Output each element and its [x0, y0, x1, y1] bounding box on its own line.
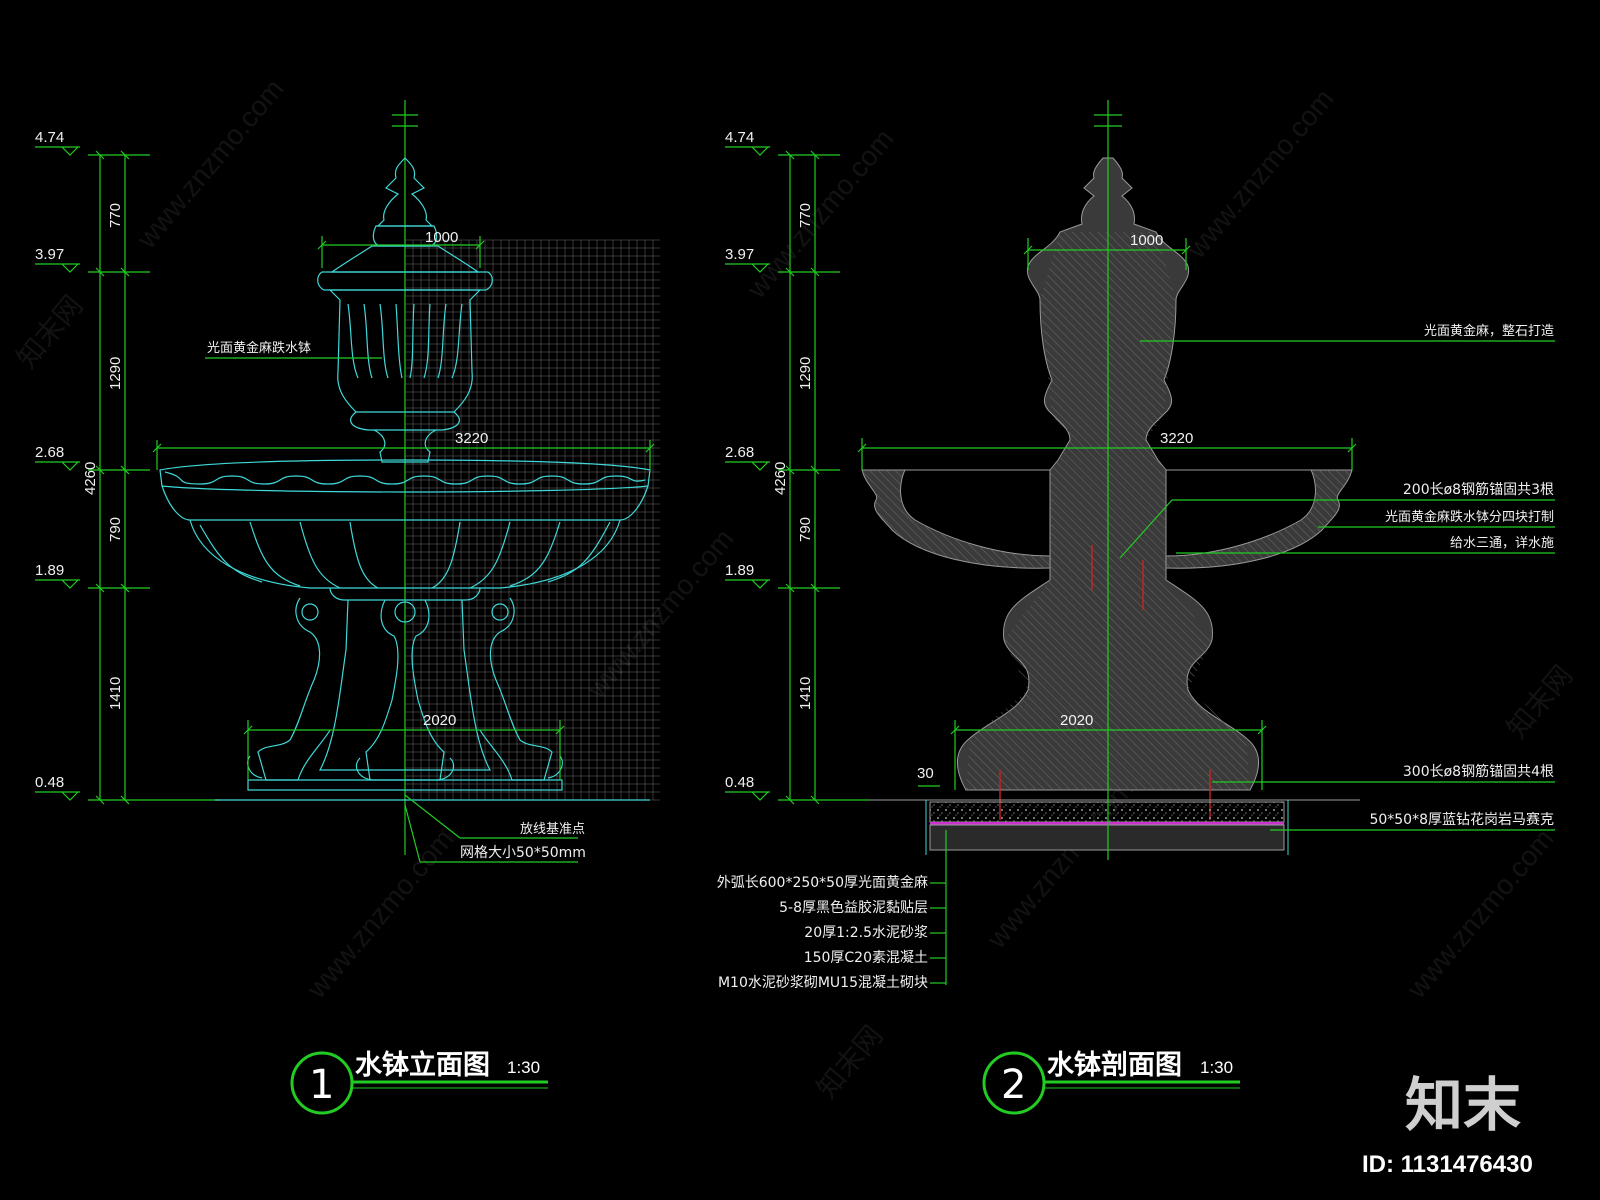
brand-logo: 知末 — [1405, 1071, 1521, 1139]
level-label: 1.89 — [35, 562, 64, 579]
segment-dimension: 1290 — [797, 357, 814, 390]
watermark: www.znzmo.com — [1180, 83, 1339, 265]
section-note: 光面黄金麻，整石打造 — [1424, 323, 1554, 339]
section-width-dimensions — [857, 238, 1357, 790]
watermark: www.znzmo.com — [300, 823, 459, 1005]
view-scale: 1:30 — [507, 1058, 540, 1077]
fountain-elevation — [159, 157, 651, 801]
watermark: 知末网 — [811, 1020, 889, 1104]
view-title: 水钵剖面图 — [1047, 1049, 1182, 1081]
level-label: 4.74 — [35, 129, 64, 146]
layer-note: 150厚C20素混凝土 — [804, 950, 928, 966]
elevation-level-markers: 4.74 3.97 2.68 1.89 0.48 4260 770 1290 7… — [35, 129, 220, 805]
layer-note: 外弧长600*250*50厚光面黄金麻 — [717, 874, 928, 891]
total-height-dimension: 4260 — [82, 462, 99, 495]
section-leaders — [930, 340, 1555, 985]
level-label: 2.68 — [35, 444, 64, 461]
elevation-material-note: 光面黄金麻跌水钵 — [207, 340, 311, 356]
width-dimension-basin: 3220 — [455, 430, 488, 447]
section-note: 50*50*8厚蓝钻花岗岩马赛克 — [1369, 812, 1554, 828]
segment-dimension: 790 — [107, 517, 124, 542]
level-label: 0.48 — [725, 774, 754, 791]
view-number: 1 — [309, 1062, 334, 1108]
watermark: www.znzmo.com — [130, 73, 289, 255]
segment-dimension: 770 — [107, 203, 124, 228]
section-note: 给水三通，详水施 — [1450, 536, 1554, 551]
level-label: 0.48 — [35, 774, 64, 791]
watermark: 知末网 — [1501, 660, 1579, 744]
segment-dimension: 1410 — [797, 677, 814, 710]
layer-note: 5-8厚黑色益胶泥黏贴层 — [779, 899, 928, 916]
reference-grid — [404, 239, 660, 801]
center-axis — [1094, 100, 1122, 860]
width-dimension-base: 2020 — [1060, 712, 1093, 729]
total-height-dimension: 4260 — [772, 462, 789, 495]
watermark: 知末网 — [11, 290, 89, 374]
layer-note: 20厚1:2.5水泥砂浆 — [804, 925, 928, 941]
section-level-markers: 4.74 3.97 2.68 1.89 0.48 4260 770 1290 7… — [725, 129, 870, 805]
section-note: 200长ø8钢筋锚固共3根 — [1403, 481, 1554, 498]
level-label: 3.97 — [725, 246, 754, 263]
view-scale: 1:30 — [1200, 1058, 1233, 1077]
width-dimension-top: 1000 — [1130, 232, 1163, 249]
width-dimension-top: 1000 — [425, 229, 458, 246]
layer-note: M10水泥砂浆砌MU15混凝土砌块 — [718, 975, 928, 991]
section-note: 光面黄金麻跌水钵分四块打制 — [1385, 509, 1554, 525]
fountain-section — [861, 157, 1360, 855]
view-number: 2 — [1001, 1062, 1026, 1108]
segment-dimension: 790 — [797, 517, 814, 542]
section-view: 4.74 3.97 2.68 1.89 0.48 4260 770 1290 7… — [717, 100, 1555, 1115]
watermark: www.znzmo.com — [580, 523, 739, 705]
elevation-width-dimensions — [152, 236, 655, 780]
segment-dimension: 1290 — [107, 357, 124, 390]
elevation-leaders — [205, 357, 578, 863]
width-dimension-base: 2020 — [423, 712, 456, 729]
edge-dimension: 30 — [917, 765, 934, 782]
level-label: 4.74 — [725, 129, 754, 146]
level-label: 3.97 — [35, 246, 64, 263]
width-dimension-basin: 3220 — [1160, 430, 1193, 447]
level-label: 2.68 — [725, 444, 754, 461]
segment-dimension: 1410 — [107, 677, 124, 710]
section-title-block: 2 水钵剖面图 1:30 — [982, 1049, 1240, 1115]
layout-reference-point-note: 放线基准点 — [520, 822, 585, 837]
view-title: 水钵立面图 — [355, 1049, 490, 1081]
watermark: www.znzmo.com — [1400, 823, 1559, 1005]
elevation-view: 4.74 3.97 2.68 1.89 0.48 4260 770 1290 7… — [35, 100, 660, 1115]
section-note: 300长ø8钢筋锚固共4根 — [1403, 763, 1554, 780]
segment-dimension: 770 — [797, 203, 814, 228]
grid-size-note: 网格大小50*50mm — [460, 845, 586, 861]
image-id: ID: 1131476430 — [1362, 1151, 1533, 1178]
level-label: 1.89 — [725, 562, 754, 579]
elevation-title-block: 1 水钵立面图 1:30 — [290, 1049, 548, 1115]
